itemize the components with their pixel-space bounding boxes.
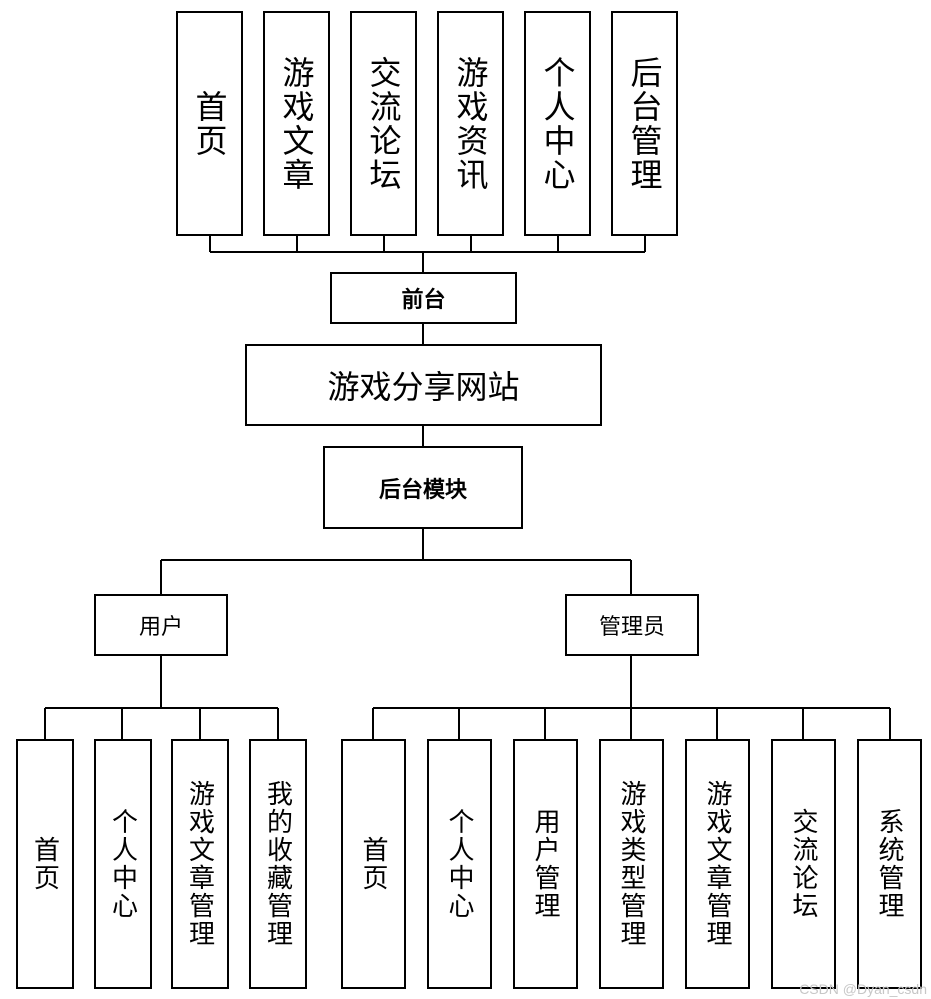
admin-module-user-management: 用户管理 — [513, 739, 578, 989]
module-label: 个人中心 — [107, 808, 138, 920]
user-module-personal-center: 个人中心 — [94, 739, 152, 989]
frontend-node: 前台 — [330, 272, 517, 324]
module-label: 交流论坛 — [788, 808, 818, 920]
frontend-module-personal-center: 个人中心 — [524, 11, 591, 236]
admin-module-system-management: 系统管理 — [857, 739, 922, 989]
frontend-module-game-news: 游戏资讯 — [437, 11, 504, 236]
module-label: 首页 — [358, 836, 388, 892]
frontend-node-label: 前台 — [401, 288, 446, 313]
module-label: 游戏文章管理 — [702, 780, 732, 948]
watermark-text: CSDN @Dyan_csdn — [799, 981, 927, 997]
user-module-game-article-management: 游戏文章管理 — [171, 739, 229, 989]
user-module-home: 首页 — [16, 739, 74, 989]
frontend-module-forum: 交流论坛 — [350, 11, 417, 236]
module-label: 游戏类型管理 — [616, 780, 646, 948]
site-title-node: 游戏分享网站 — [245, 344, 602, 426]
user-role-label: 用户 — [138, 615, 183, 640]
module-label: 首页 — [190, 89, 229, 158]
module-label: 用户管理 — [530, 808, 560, 920]
admin-module-personal-center: 个人中心 — [427, 739, 492, 989]
module-label: 个人中心 — [444, 808, 474, 920]
frontend-module-home: 首页 — [176, 11, 243, 236]
site-title: 游戏分享网站 — [327, 368, 520, 406]
admin-module-forum: 交流论坛 — [771, 739, 836, 989]
module-label: 我的收藏管理 — [262, 780, 293, 948]
module-label: 后台管理 — [625, 55, 664, 192]
user-module-favorites-management: 我的收藏管理 — [249, 739, 307, 989]
module-label: 交流论坛 — [364, 55, 403, 192]
admin-module-game-article-management: 游戏文章管理 — [685, 739, 750, 989]
admin-role-node: 管理员 — [565, 594, 699, 656]
user-role-node: 用户 — [94, 594, 228, 656]
admin-role-label: 管理员 — [598, 615, 665, 640]
backend-node: 后台模块 — [323, 446, 523, 529]
frontend-module-game-articles: 游戏文章 — [263, 11, 330, 236]
admin-module-game-type-management: 游戏类型管理 — [599, 739, 664, 989]
module-label: 游戏文章管理 — [184, 780, 215, 948]
module-label: 游戏文章 — [277, 55, 316, 192]
admin-module-home: 首页 — [341, 739, 406, 989]
module-label: 游戏资讯 — [451, 55, 490, 192]
module-label: 系统管理 — [874, 808, 904, 920]
module-label: 首页 — [29, 836, 60, 892]
frontend-module-admin: 后台管理 — [611, 11, 678, 236]
module-label: 个人中心 — [538, 55, 577, 192]
backend-node-label: 后台模块 — [378, 477, 467, 503]
